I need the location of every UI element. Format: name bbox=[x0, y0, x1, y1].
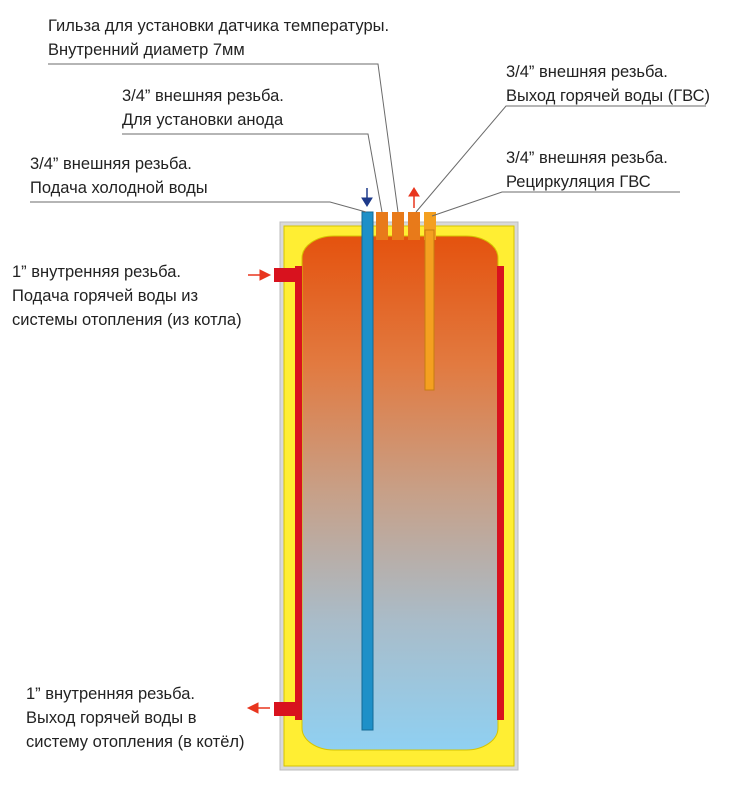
label-heating-return-line2: Выход горячей воды в bbox=[26, 709, 197, 727]
label-cold-inlet-line2: Подача холодной воды bbox=[30, 179, 208, 197]
label-hot-outlet-line2: Выход горячей воды (ГВС) bbox=[506, 87, 711, 105]
cold-water-pipe bbox=[361, 211, 374, 731]
leader-lines bbox=[30, 63, 706, 217]
hot-outlet-connector bbox=[408, 212, 420, 240]
label-anode-line1: 3/4” внешняя резьба. bbox=[122, 87, 284, 105]
sensor-sleeve-connector bbox=[392, 212, 404, 240]
label-anode-line2: Для установки анода bbox=[122, 111, 284, 129]
label-heating-supply-line3: системы отопления (из котла) bbox=[12, 311, 242, 329]
hot-outlet-arrow-icon bbox=[408, 187, 420, 208]
label-sensor-sleeve-line1: Гильза для установки датчика температуры… bbox=[48, 17, 390, 35]
heating-supply-connector bbox=[274, 268, 302, 282]
label-hot-outlet: 3/4” внешняя резьба. Выход горячей воды … bbox=[506, 60, 710, 108]
label-cold-inlet-line1: 3/4” внешняя резьба. bbox=[30, 155, 192, 173]
heating-return-connector bbox=[274, 702, 302, 716]
label-anode: 3/4” внешняя резьба. Для установки анода bbox=[122, 84, 284, 132]
label-heating-return: 1” внутренняя резьба. Выход горячей воды… bbox=[26, 682, 245, 754]
label-heating-supply-line2: Подача горячей воды из bbox=[12, 287, 199, 305]
cold-inlet-arrow-icon bbox=[361, 188, 373, 207]
label-heating-return-line1: 1” внутренняя резьба. bbox=[26, 685, 195, 703]
label-sensor-sleeve-line2: Внутренний диаметр 7мм bbox=[48, 41, 245, 59]
heating-coil-right bbox=[497, 266, 504, 720]
recirculation-pipe bbox=[424, 229, 435, 391]
heating-coil-left bbox=[295, 266, 302, 720]
label-heating-supply-line1: 1” внутренняя резьба. bbox=[12, 263, 181, 281]
label-cold-inlet: 3/4” внешняя резьба. Подача холодной вод… bbox=[30, 152, 208, 200]
heating-return-arrow-icon bbox=[246, 702, 270, 714]
heating-supply-arrow-icon bbox=[248, 269, 272, 281]
label-recirculation: 3/4” внешняя резьба. Рециркуляция ГВС bbox=[506, 146, 668, 194]
label-sensor-sleeve: Гильза для установки датчика температуры… bbox=[48, 14, 389, 62]
label-heating-return-line3: систему отопления (в котёл) bbox=[26, 733, 245, 751]
label-heating-supply: 1” внутренняя резьба. Подача горячей вод… bbox=[12, 260, 242, 332]
label-recirculation-line1: 3/4” внешняя резьба. bbox=[506, 149, 668, 167]
water-tank bbox=[301, 235, 499, 751]
anode-connector bbox=[376, 212, 388, 240]
label-recirculation-line2: Рециркуляция ГВС bbox=[506, 173, 651, 191]
label-hot-outlet-line1: 3/4” внешняя резьба. bbox=[506, 63, 668, 81]
